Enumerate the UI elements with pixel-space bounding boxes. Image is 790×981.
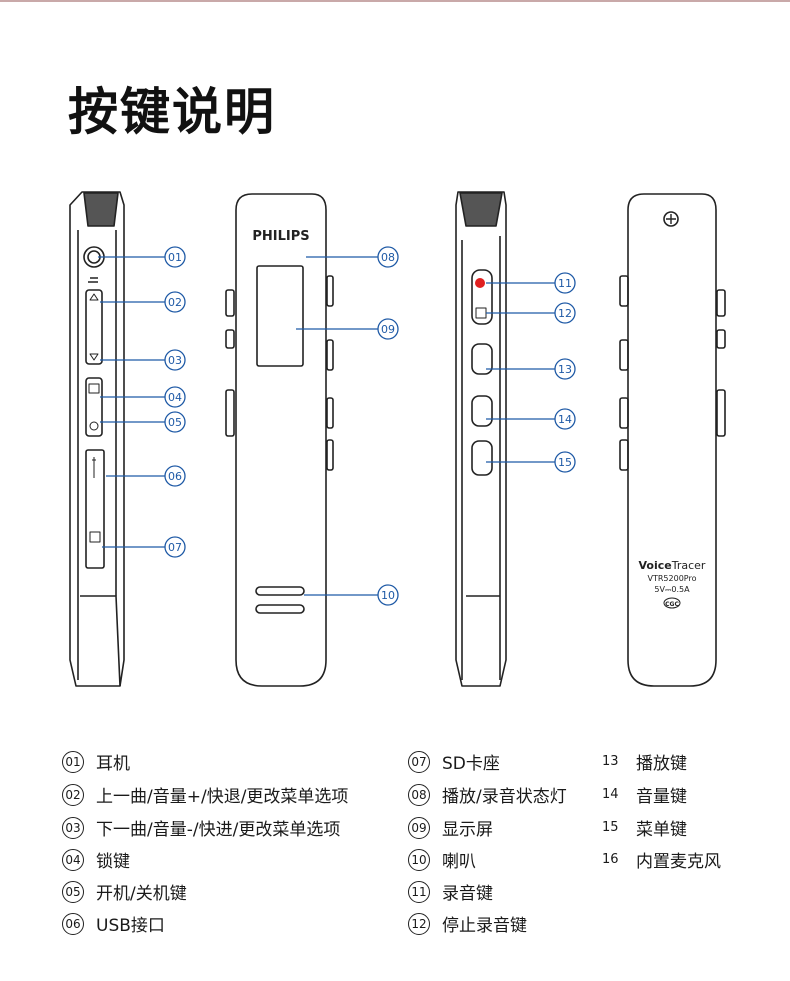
callout-number-08: 08 [381, 251, 395, 264]
callout-group: 01 02 03 04 05 06 07 08 09 10 11 12 13 14 15 [98, 246, 576, 606]
callout-number-10: 10 [381, 589, 395, 602]
device-name: VoiceTracer [639, 559, 706, 572]
callout-number-04: 04 [168, 391, 182, 404]
callout-number-01: 01 [168, 251, 182, 264]
device-rating: 5V⎓0.5A [654, 585, 690, 594]
callout-number-06: 06 [168, 470, 182, 483]
callout-circle-07 [164, 536, 186, 558]
callout-circle-13 [554, 358, 576, 380]
callout-circle-04 [164, 386, 186, 408]
callout-circle-10 [377, 584, 399, 606]
callout-circle-08 [377, 246, 399, 268]
callout-circle-09 [377, 318, 399, 340]
callout-number-02: 02 [168, 296, 182, 309]
callout-number-12: 12 [558, 307, 572, 320]
callout-number-07: 07 [168, 541, 182, 554]
callout-circle-02 [164, 291, 186, 313]
device-model: VTR5200Pro [648, 574, 697, 583]
callout-number-13: 13 [558, 363, 572, 376]
device-front [225, 193, 334, 687]
callout-circle-06 [164, 465, 186, 487]
top-divider [0, 0, 790, 2]
page-title: 按键说明 [68, 83, 276, 141]
callout-number-14: 14 [558, 413, 572, 426]
callout-number-05: 05 [168, 416, 182, 429]
callout-circle-14 [554, 408, 576, 430]
record-dot [475, 278, 485, 288]
callout-number-11: 11 [558, 277, 572, 290]
callout-number-09: 09 [381, 323, 395, 336]
callout-number-03: 03 [168, 354, 182, 367]
callout-circle-01 [164, 246, 186, 268]
callout-circle-15 [554, 451, 576, 473]
grille-details [258, 278, 485, 610]
callout-circle-11 [554, 272, 576, 294]
device-back [619, 193, 726, 687]
callout-circle-05 [164, 411, 186, 433]
callout-number-15: 15 [558, 456, 572, 469]
brand-logo: PHILIPS [252, 229, 309, 244]
cert-badge: CGC [665, 601, 679, 608]
device-side-right [455, 191, 507, 687]
device-side-left [69, 191, 125, 687]
callout-circle-03 [164, 349, 186, 371]
callout-circle-12 [554, 302, 576, 324]
